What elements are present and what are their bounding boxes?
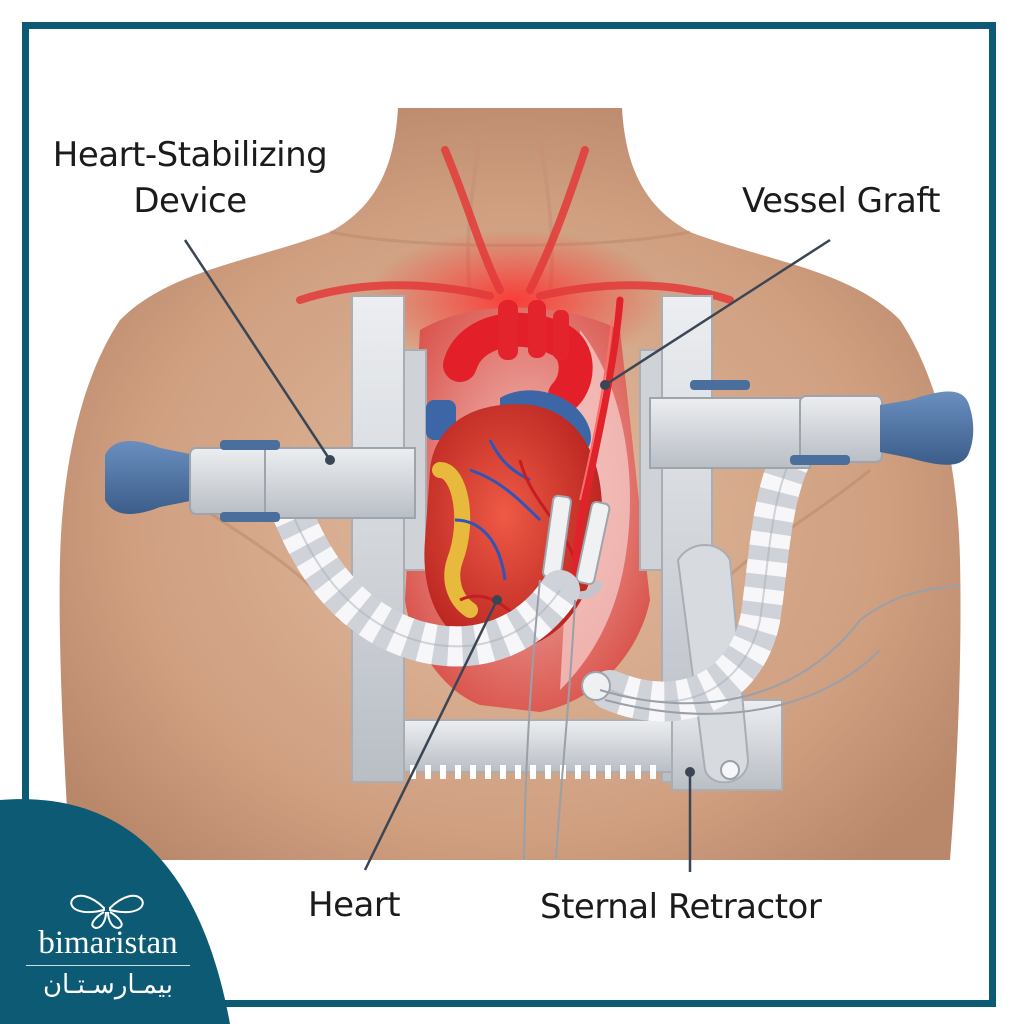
leader-dots xyxy=(325,380,695,777)
logo-name-en: bimaristan xyxy=(38,925,178,961)
label-sternal-retractor: Sternal Retractor xyxy=(540,887,822,927)
neck-arteries xyxy=(296,146,734,304)
brand-logo: bimaristan بيمـارسـتـان xyxy=(18,876,198,1002)
logo-name-ar: بيمـارسـتـان xyxy=(42,970,174,1000)
stabilizer-fork xyxy=(542,494,611,600)
label-stabilizer-line1: Heart-Stabilizing xyxy=(52,135,328,175)
left-stabilizer-arm xyxy=(105,440,580,667)
right-stabilizer-arm xyxy=(581,380,974,722)
border-frame xyxy=(22,22,996,1007)
label-stabilizer-line2: Device xyxy=(133,181,247,221)
vessel-graft xyxy=(570,296,624,594)
label-vessel-graft: Vessel Graft xyxy=(742,181,941,221)
leader-lines xyxy=(183,238,831,872)
label-heart: Heart xyxy=(308,885,401,925)
label-heart-stabilizing-device: Heart-Stabilizing Device xyxy=(44,132,336,224)
logo-divider xyxy=(26,965,190,966)
butterfly-logo-icon xyxy=(70,894,144,930)
suction-wires xyxy=(523,579,961,861)
